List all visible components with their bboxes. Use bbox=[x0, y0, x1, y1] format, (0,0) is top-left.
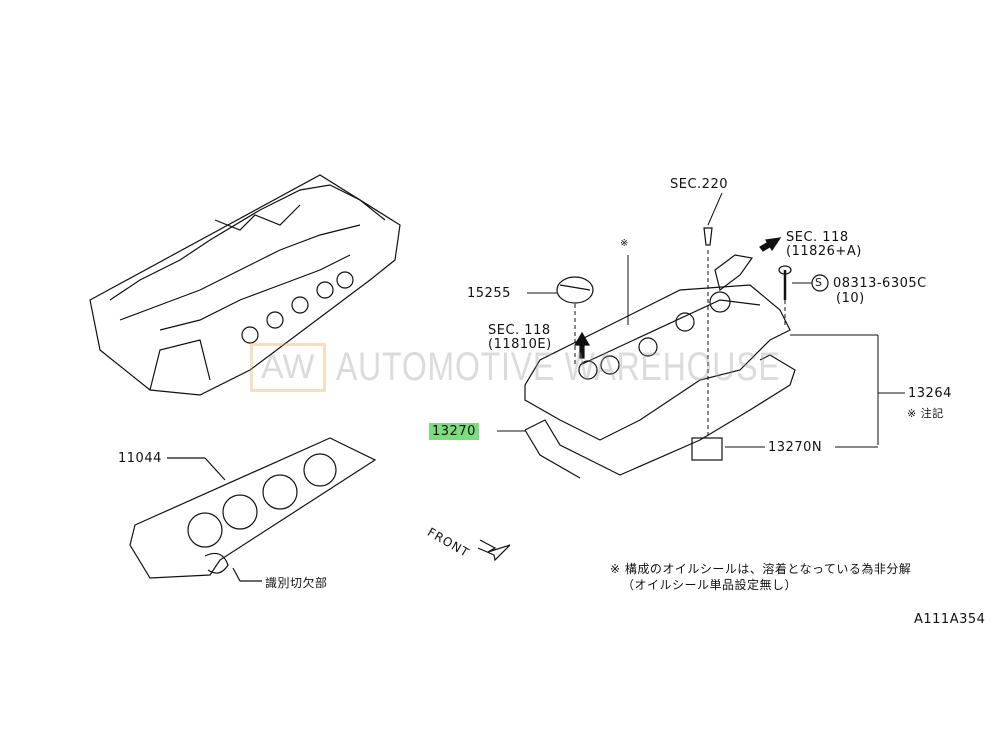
label-notch: 識別切欠部 bbox=[265, 576, 328, 590]
label-cover-note: ※ 注記 bbox=[907, 407, 944, 420]
note-line-1: ※ 構成のオイルシールは、溶着となっている為非分解 bbox=[610, 562, 912, 576]
label-head-gasket: 11044 bbox=[118, 451, 162, 466]
valve-cover-drawing bbox=[524, 227, 829, 441]
label-cover-assy: 13264 bbox=[908, 386, 952, 401]
label-oil-cap: 15255 bbox=[467, 286, 511, 301]
bolt-symbol: S bbox=[815, 276, 823, 289]
diagram-id: A111A354 bbox=[914, 612, 986, 627]
label-bolt-part: 08313-6305C bbox=[833, 276, 927, 291]
watermark: AW AUTOMOTIVE WAREHOUSE bbox=[250, 343, 891, 392]
head-gasket-drawing bbox=[129, 437, 377, 582]
note-line-2: （オイルシール単品設定無し） bbox=[622, 578, 798, 592]
label-sec118-left-ref: (11810E) bbox=[488, 337, 552, 352]
label-sec220: SEC.220 bbox=[670, 177, 728, 192]
label-sec118-top: SEC. 118 bbox=[786, 230, 849, 245]
label-sec118-left: SEC. 118 bbox=[488, 323, 551, 338]
front-arrow-icon bbox=[477, 539, 511, 562]
label-asterisk: ※ bbox=[620, 238, 629, 249]
label-bolt-qty: (10) bbox=[836, 291, 865, 306]
leader-lines bbox=[497, 192, 905, 448]
label-gasket-n: 13270N bbox=[768, 440, 823, 455]
label-sec118-top-ref: (11826+A) bbox=[786, 244, 862, 259]
arrow-icon bbox=[759, 237, 782, 252]
arrow-icon bbox=[573, 331, 591, 359]
gasket-n-drawing bbox=[691, 437, 723, 461]
watermark-logo: AW bbox=[250, 343, 326, 392]
label-gasket-highlighted[interactable]: 13270 bbox=[429, 423, 479, 440]
watermark-text: AUTOMOTIVE WAREHOUSE bbox=[335, 345, 781, 389]
cylinder-head-drawing bbox=[89, 174, 401, 396]
valve-cover-gasket-drawing bbox=[524, 354, 796, 479]
